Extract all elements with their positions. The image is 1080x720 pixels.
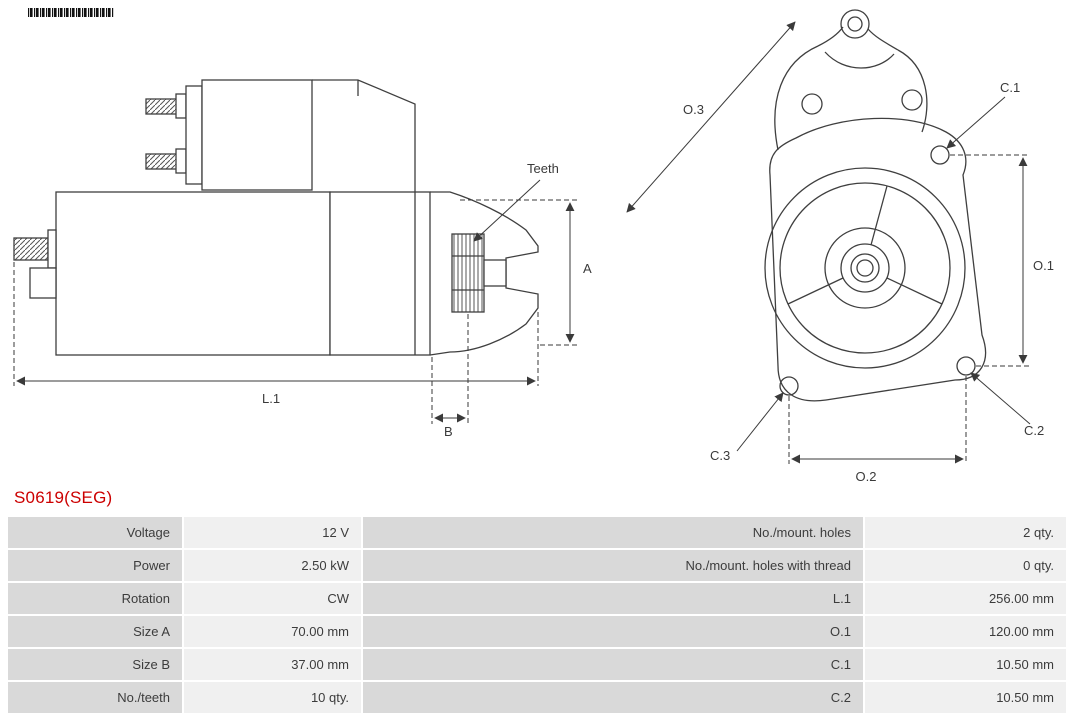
- spec-label-c2: C.2: [363, 682, 863, 713]
- dim-label-a: A: [583, 261, 592, 276]
- dim-label-teeth: Teeth: [527, 161, 559, 176]
- spec-value-l1: 256.00 mm: [865, 583, 1066, 614]
- spec-value-mount-holes: 2 qty.: [865, 517, 1066, 548]
- spec-label-size-a: Size A: [8, 616, 182, 647]
- front-view-dimensions: [626, 21, 1031, 464]
- spec-label-c1: C.1: [363, 649, 863, 680]
- spec-label-power: Power: [8, 550, 182, 581]
- starter-motor-drawing: Teeth A L.1 B: [13, 8, 1054, 484]
- dim-label-o1: O.1: [1033, 258, 1054, 273]
- spec-label-mount-holes: No./mount. holes: [363, 517, 863, 548]
- spec-value-voltage: 12 V: [184, 517, 361, 548]
- spec-label-l1: L.1: [363, 583, 863, 614]
- spec-value-c2: 10.50 mm: [865, 682, 1066, 713]
- spec-value-size-b: 37.00 mm: [184, 649, 361, 680]
- spec-value-mount-holes-thread: 0 qty.: [865, 550, 1066, 581]
- spec-label-voltage: Voltage: [8, 517, 182, 548]
- spec-table: Voltage 12 V No./mount. holes 2 qty. Pow…: [8, 517, 1066, 713]
- spec-value-size-a: 70.00 mm: [184, 616, 361, 647]
- dim-label-o2: O.2: [856, 469, 877, 484]
- dim-label-c1: C.1: [1000, 80, 1020, 95]
- spec-value-o1: 120.00 mm: [865, 616, 1066, 647]
- spec-label-size-b: Size B: [8, 649, 182, 680]
- side-view-dimensions: [13, 179, 580, 424]
- spec-value-teeth: 10 qty.: [184, 682, 361, 713]
- dim-label-b: B: [444, 424, 453, 439]
- barcode: [28, 8, 114, 17]
- side-view-drawing: [13, 79, 539, 356]
- front-view-drawing: [764, 9, 987, 402]
- dim-label-c3: C.3: [710, 448, 730, 463]
- dim-label-c2: C.2: [1024, 423, 1044, 438]
- dim-label-o3: O.3: [683, 102, 704, 117]
- spec-label-mount-holes-thread: No./mount. holes with thread: [363, 550, 863, 581]
- part-number: S0619(SEG): [14, 488, 113, 507]
- spec-value-c1: 10.50 mm: [865, 649, 1066, 680]
- dim-label-l1: L.1: [262, 391, 280, 406]
- spec-value-power: 2.50 kW: [184, 550, 361, 581]
- technical-diagram: Teeth A L.1 B: [13, 8, 1054, 484]
- spec-label-o1: O.1: [363, 616, 863, 647]
- spec-label-rotation: Rotation: [8, 583, 182, 614]
- spec-label-teeth: No./teeth: [8, 682, 182, 713]
- spec-value-rotation: CW: [184, 583, 361, 614]
